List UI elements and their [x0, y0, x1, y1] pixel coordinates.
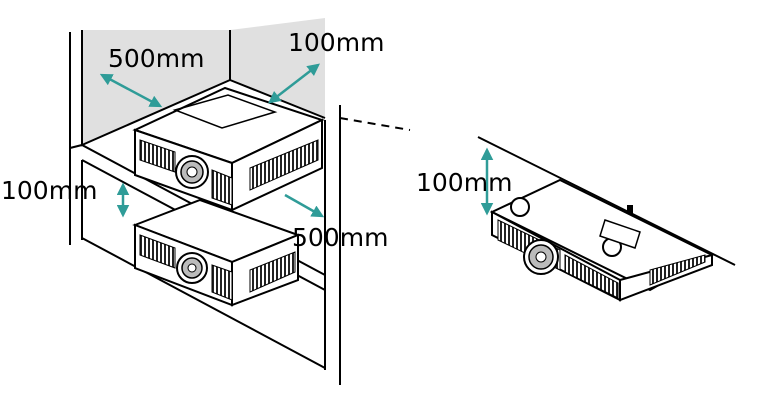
- projector-lower-icon: [132, 198, 301, 307]
- arrow-back-clearance: [99, 73, 163, 108]
- dashed-guide: [339, 117, 411, 131]
- arrow-side-clearance: [268, 63, 320, 104]
- projector-inverted-icon: [489, 178, 715, 302]
- arrow-front-clearance: [284, 193, 325, 218]
- label-stack-gap: 100mm: [1, 176, 98, 205]
- lower-shelf-back: [81, 237, 326, 369]
- ceiling-line: [477, 136, 736, 266]
- projector-upper-icon: [132, 86, 325, 212]
- label-side-clearance: 100mm: [288, 28, 385, 57]
- label-ceiling-gap: 100mm: [416, 168, 513, 197]
- label-front-clearance: 500mm: [292, 223, 389, 252]
- label-back-clearance: 500mm: [108, 44, 205, 73]
